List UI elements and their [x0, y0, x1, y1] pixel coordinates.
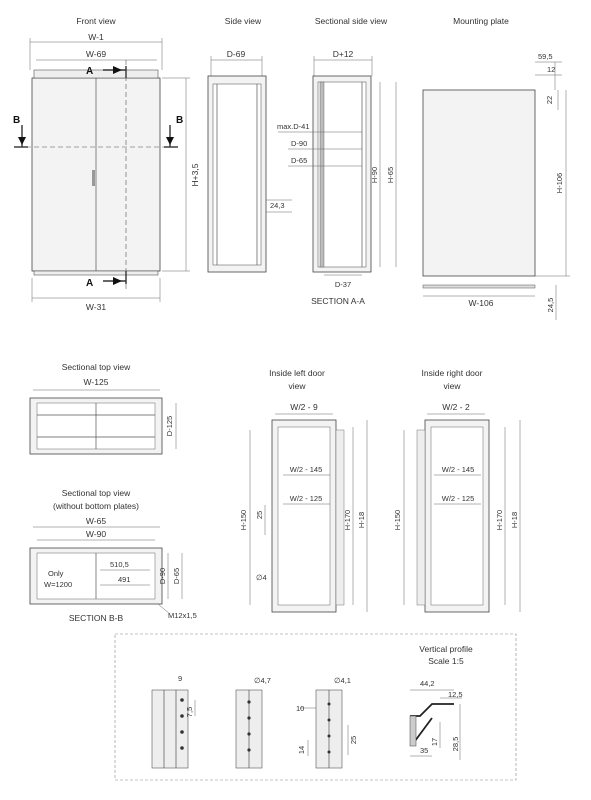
dim-d69: D-69	[227, 49, 246, 59]
vertical-profile-scale: Scale 1:5	[428, 656, 464, 666]
sectional-top-view-2: W-65 W-90 Only W=1200 510,5 491 D-90 D-6…	[29, 516, 197, 623]
dim-25-left: 25	[255, 511, 264, 519]
dim-profile-285: 28,5	[451, 737, 460, 752]
dim-d90: D-90	[291, 139, 307, 148]
dim-profile-442: 44,2	[420, 679, 435, 688]
dim-wh125-right: W/2 - 125	[442, 494, 475, 503]
dim-595: 59,5	[538, 52, 553, 61]
dim-w125: W-125	[84, 377, 109, 387]
dim-profile-9: 9	[178, 674, 182, 683]
profile-2: ∅4,7	[235, 676, 271, 769]
dim-w106: W-106	[469, 298, 494, 308]
profile-4: 44,2 12,5 17 28,5 35	[409, 679, 463, 760]
vertical-profile-frame	[114, 633, 517, 781]
dim-wh145-right: W/2 - 145	[442, 465, 475, 474]
side-view: D-69 24,3	[207, 49, 292, 273]
mounting-plate-title: Mounting plate	[453, 16, 509, 26]
dim-wh9: W/2 - 9	[290, 402, 318, 412]
right-door-title-line2: view	[443, 381, 461, 391]
dim-h35: H+3,5	[190, 163, 200, 186]
mounting-plate-view: 59,5 12 22 H-106 W-106 24,5	[422, 52, 570, 320]
sectional-top2-title-line2: (without bottom plates)	[53, 501, 139, 511]
section-aa-label: SECTION A-A	[311, 296, 365, 306]
sectional-side-view: D+12 max.D-41 D-90 D-65 D-37 H-90 H-65 S…	[277, 49, 397, 306]
dim-w69: W-69	[86, 49, 106, 59]
dim-d37: D-37	[335, 280, 351, 289]
left-door-title-line2: view	[288, 381, 306, 391]
dim-m12x15: M12x1,5	[168, 611, 197, 620]
section-a-bottom-label: A	[86, 278, 93, 289]
dim-wh125: W/2 - 125	[290, 494, 323, 503]
dim-22: 22	[545, 96, 554, 104]
dim-d12: D+12	[333, 49, 354, 59]
dim-h65: H-65	[386, 167, 395, 183]
dim-d90-top2: D-90	[158, 568, 167, 584]
dim-h18: H-18	[357, 512, 366, 528]
dim-h170-right: H-170	[495, 510, 504, 530]
section-b-left-label: B	[13, 115, 20, 126]
dim-phi4: ∅4	[256, 573, 267, 582]
dim-profile-17: 17	[430, 738, 439, 746]
dim-245: 24,5	[546, 298, 555, 313]
dim-profile-14: 14	[297, 746, 306, 754]
dim-wh2: W/2 - 2	[442, 402, 470, 412]
dim-5105: 510,5	[110, 560, 129, 569]
right-door-title-line1: Inside right door	[422, 368, 483, 378]
dim-h18-right: H-18	[510, 512, 519, 528]
dim-profile-10: 10	[296, 704, 304, 713]
dim-wh145: W/2 - 145	[290, 465, 323, 474]
left-door-title-line1: Inside left door	[269, 368, 325, 378]
dim-d65: D-65	[291, 156, 307, 165]
dim-profile-25: 25	[349, 736, 358, 744]
dim-h90: H-90	[370, 167, 379, 183]
dim-h150: H-150	[239, 510, 248, 530]
profile-1: 9 7,5	[151, 674, 196, 769]
dim-w65: W-65	[86, 516, 106, 526]
dim-491: 491	[118, 575, 131, 584]
dim-profile-125: 12,5	[448, 690, 463, 699]
dim-profile-35: 35	[420, 746, 428, 755]
dim-w31: W-31	[86, 302, 106, 312]
dim-profile-75: 7,5	[185, 707, 194, 717]
sectional-side-view-title: Sectional side view	[315, 16, 388, 26]
sectional-top2-title-line1: Sectional top view	[62, 488, 131, 498]
sectional-top-title: Sectional top view	[62, 362, 131, 372]
dim-w1: W-1	[88, 32, 104, 42]
inside-left-door-view: W/2 - 9 W/2 - 145 W/2 - 125 H-150 25 ∅4 …	[239, 402, 368, 613]
dim-maxd41: max.D-41	[277, 122, 310, 131]
only-label-line1: Only	[48, 569, 64, 578]
dim-h170: H-170	[343, 510, 352, 530]
section-b-right-label: B	[176, 115, 183, 126]
section-a-top-label: A	[86, 66, 93, 77]
dim-profile-phi47: ∅4,7	[254, 676, 271, 685]
only-label-line2: W=1200	[44, 580, 72, 589]
mounting-plate-body	[422, 89, 536, 277]
inside-right-door-view: W/2 - 2 W/2 - 145 W/2 - 125 H-150 H-170 …	[393, 402, 521, 613]
sectional-top-view: W-125 D-125	[29, 377, 177, 455]
dim-h150-right: H-150	[393, 510, 402, 530]
vertical-profile-title: Vertical profile	[419, 644, 473, 654]
dim-d65-top2: D-65	[172, 568, 181, 584]
dim-h106: H-106	[555, 173, 564, 193]
dim-12: 12	[547, 65, 555, 74]
side-view-title: Side view	[225, 16, 262, 26]
dim-243: 24,3	[270, 201, 285, 210]
front-view-title: Front view	[76, 16, 116, 26]
section-bb-label: SECTION B-B	[69, 613, 124, 623]
dim-w90: W-90	[86, 529, 106, 539]
dim-profile-phi41: ∅4,1	[334, 676, 351, 685]
front-view: W-1 W-69 B B A A W-31	[13, 32, 200, 312]
dim-d125: D-125	[165, 416, 174, 436]
profile-3: ∅4,1 10 25 14	[296, 676, 358, 769]
